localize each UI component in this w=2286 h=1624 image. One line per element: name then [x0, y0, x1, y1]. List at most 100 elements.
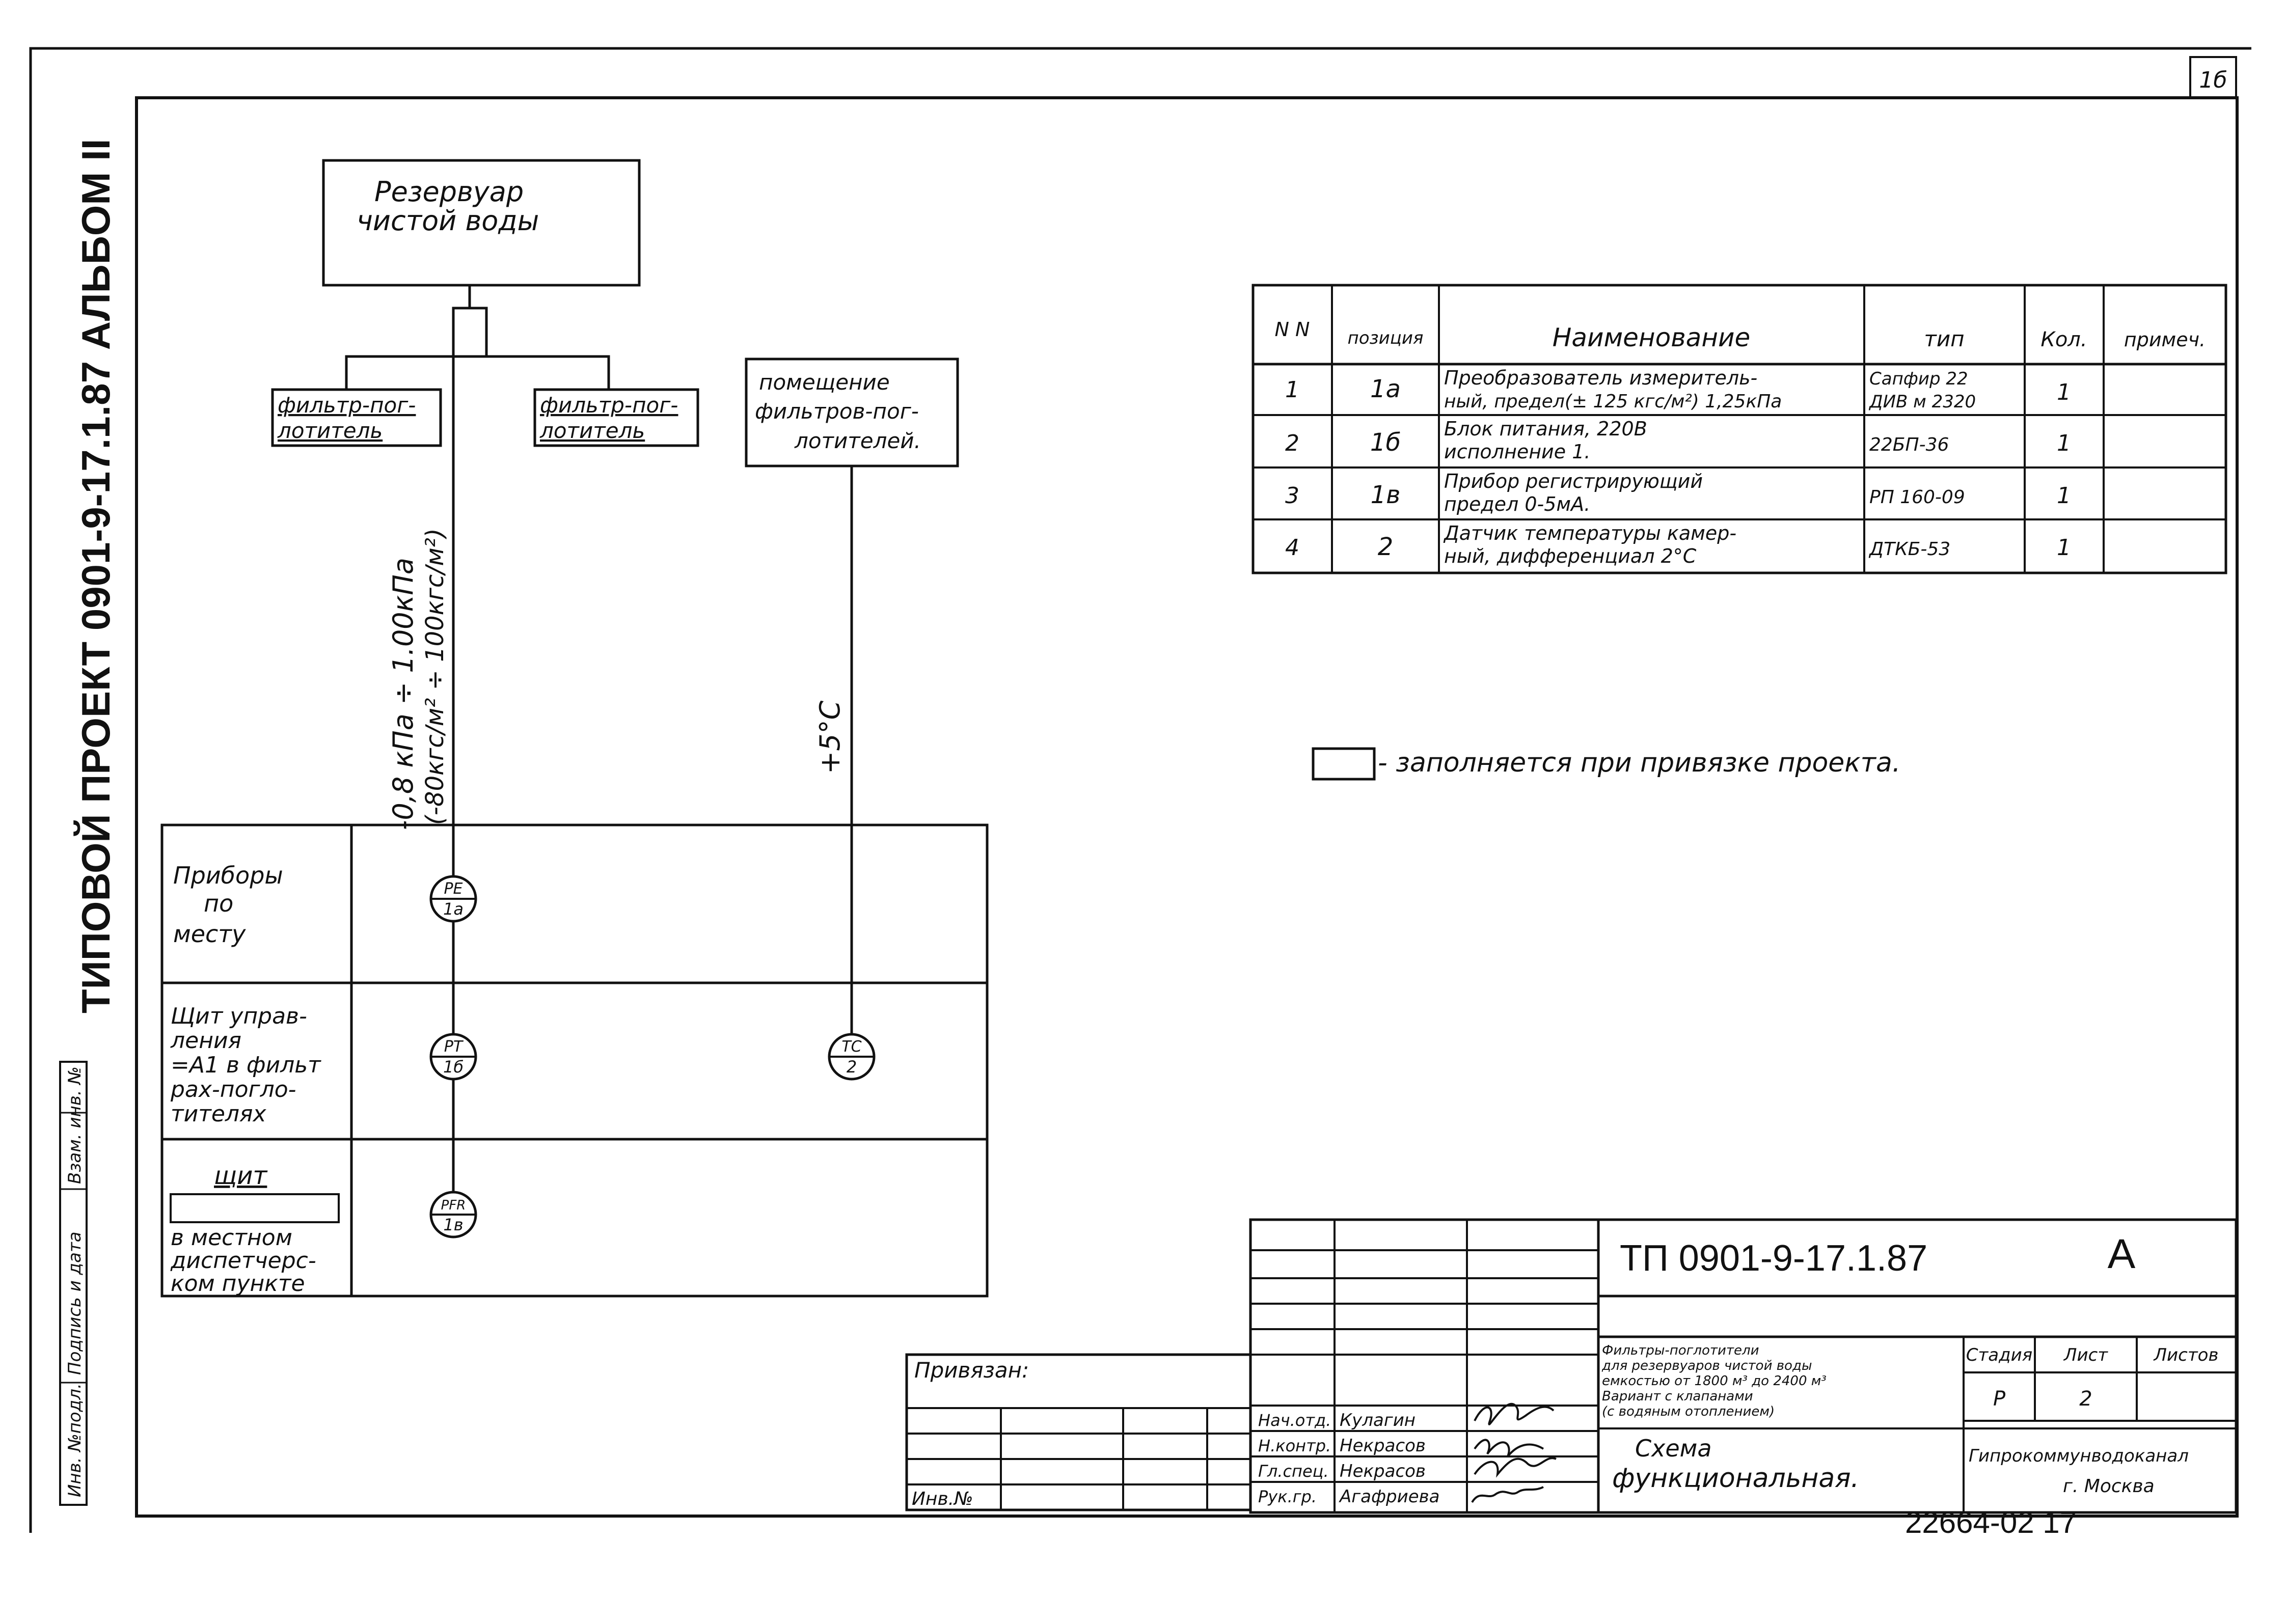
svg-text:Гипрокоммунводоканал: Гипрокоммунводоканал	[1969, 1446, 2189, 1466]
svg-text:РП 160-09: РП 160-09	[1869, 487, 1965, 508]
project-code: ТП 0901-9-17.1.87	[1620, 1238, 1927, 1279]
svg-text:Приборы: Приборы	[173, 862, 283, 889]
field-inv-podl: Инв. №подл.	[65, 1383, 85, 1497]
svg-text:Агафриева: Агафриева	[1339, 1487, 1440, 1507]
svg-text:предел 0-5мА.: предел 0-5мА.	[1444, 493, 1590, 515]
spec-row-2: 2 1б Блок питания, 220В исполнение 1. 22…	[1285, 418, 2071, 463]
svg-text:- заполняется при привязке про: - заполняется при привязке проекта.	[1378, 748, 1900, 778]
svg-text:Сапфир 22: Сапфир 22	[1869, 369, 1968, 389]
instrument-pfr-1v: PFR 1в	[429, 1191, 477, 1238]
svg-text:ления: ления	[170, 1028, 241, 1054]
svg-text:ный, предел(± 125 кгс/м²) 1,25: ный, предел(± 125 кгс/м²) 1,25кПа	[1444, 391, 1782, 412]
svg-text:функциональная.: функциональная.	[1612, 1463, 1859, 1494]
svg-text:Некрасов: Некрасов	[1340, 1436, 1426, 1456]
spec-table	[1251, 284, 2227, 574]
row-dispatch-panel: щит в местном диспетчерс- ком пункте	[170, 1162, 340, 1297]
pipe-junction	[452, 307, 488, 358]
svg-text:помещение: помещение	[759, 370, 890, 395]
svg-text:2: 2	[1378, 533, 1394, 561]
svg-text:1: 1	[1285, 377, 1299, 403]
legend-blank-box	[1312, 747, 1376, 781]
svg-text:1а: 1а	[443, 899, 464, 919]
organization: Гипрокоммунводоканал г. Москва	[1969, 1446, 2189, 1497]
svg-text:Н.контр.: Н.контр.	[1258, 1436, 1331, 1455]
svg-text:месту: месту	[173, 920, 246, 948]
svg-text:1в: 1в	[1371, 481, 1401, 509]
instrument-tc-2: TC 2	[828, 1033, 876, 1081]
spec-row-4: 4 2 Датчик температуры камер- ный, диффе…	[1285, 522, 2071, 567]
svg-text:Блок питания, 220В: Блок питания, 220В	[1444, 418, 1647, 440]
svg-text:фильтр-пог-: фильтр-пог-	[540, 393, 678, 418]
svg-text:Рук.гр.: Рук.гр.	[1258, 1487, 1317, 1506]
room-box: помещение фильтров-пог- лотителей.	[745, 357, 959, 467]
field-vzam-inv: Взам. инв. №	[65, 1066, 85, 1184]
svg-text:Кулагин: Кулагин	[1340, 1410, 1416, 1430]
temperature-setpoint: +5°C	[814, 700, 846, 774]
svg-text:1: 1	[2057, 379, 2071, 405]
svg-text:щит: щит	[214, 1162, 268, 1190]
svg-text:лотителей.: лотителей.	[794, 428, 921, 453]
filter-left-box: фильтр-пог- лотитель	[271, 388, 442, 447]
svg-text:Фильтры-поглотители: Фильтры-поглотители	[1602, 1343, 1759, 1358]
svg-text:рах-погло-: рах-погло-	[170, 1077, 296, 1103]
svg-text:г. Москва: г. Москва	[2063, 1476, 2155, 1497]
svg-text:Вариант с клапанами: Вариант с клапанами	[1602, 1389, 1753, 1404]
svg-text:1: 1	[2057, 483, 2071, 509]
svg-text:1: 1	[2057, 535, 2071, 561]
svg-text:лотитель: лотитель	[539, 418, 645, 443]
signature-2	[1474, 1439, 1544, 1457]
svg-text:исполнение 1.: исполнение 1.	[1444, 441, 1590, 463]
svg-text:1: 1	[2057, 430, 2071, 456]
svg-text:N N: N N	[1275, 318, 1310, 341]
svg-text:PFR: PFR	[441, 1198, 466, 1213]
svg-text:диспетчерс-: диспетчерс-	[170, 1248, 316, 1274]
svg-text:1а: 1а	[1370, 375, 1401, 403]
svg-text:в местном: в местном	[171, 1225, 292, 1251]
svg-text:4: 4	[1285, 535, 1299, 561]
svg-text:емкостью от 1800 м³ до 2400 м³: емкостью от 1800 м³ до 2400 м³	[1602, 1373, 1827, 1389]
dispatch-panel-blank-box	[170, 1193, 340, 1223]
stage-block: Стадия Лист Листов Р 2	[1966, 1345, 2219, 1411]
svg-text:Датчик температуры камер-: Датчик температуры камер-	[1443, 522, 1736, 544]
svg-text:Щит управ-: Щит управ-	[171, 1003, 307, 1029]
sheet-number-box	[2189, 56, 2237, 99]
svg-text:TC: TC	[841, 1038, 861, 1056]
signature-1	[1474, 1403, 1555, 1425]
bottom-number: 22664-02 17	[1905, 1505, 2077, 1539]
inner-frame	[135, 96, 2239, 1518]
pressure-range-kgs: (-80кгс/м² ÷ 100кгс/м²)	[421, 528, 449, 825]
svg-text:1б: 1б	[1370, 428, 1401, 457]
svg-text:фильтров-пог-: фильтров-пог-	[755, 399, 919, 424]
svg-text:Листов: Листов	[2153, 1345, 2218, 1365]
svg-text:PT: PT	[444, 1038, 464, 1056]
svg-text:фильтр-пог-: фильтр-пог-	[278, 393, 416, 418]
spec-row-3: 3 1в Прибор регистрирующий предел 0-5мА.…	[1285, 470, 2071, 515]
spec-table-header: N N позиция Наименование тип Кол. примеч…	[1275, 318, 2206, 352]
row-control-panel: Щит управ- ления =А1 в фильт рах-погло- …	[170, 1003, 321, 1127]
svg-text:позиция: позиция	[1348, 328, 1424, 348]
svg-text:по: по	[204, 890, 233, 917]
svg-text:Р: Р	[1993, 1387, 2006, 1411]
sheet-format-letter: А	[2108, 1231, 2136, 1277]
svg-text:Некрасов: Некрасов	[1340, 1461, 1426, 1481]
svg-text:для резервуаров чистой воды: для резервуаров чистой воды	[1601, 1358, 1812, 1373]
svg-text:ком пункте: ком пункте	[171, 1271, 305, 1297]
inv-number-label: Инв.№	[912, 1489, 973, 1509]
svg-text:Резервуар: Резервуар	[374, 176, 524, 208]
spec-row-1: 1 1а Преобразователь измеритель- ный, пр…	[1285, 367, 2071, 412]
svg-text:2: 2	[2079, 1387, 2092, 1411]
instrument-pt-1b: PT 1б	[429, 1033, 477, 1081]
svg-text:2: 2	[1285, 430, 1299, 456]
title-block-frame	[905, 1218, 2238, 1514]
svg-text:Схема: Схема	[1635, 1435, 1712, 1462]
svg-text:2: 2	[847, 1057, 857, 1077]
svg-text:Лист: Лист	[2063, 1345, 2108, 1365]
svg-text:Кол.: Кол.	[2040, 328, 2087, 351]
svg-text:ный, дифференциал 2°С: ный, дифференциал 2°С	[1444, 545, 1697, 567]
svg-text:1в: 1в	[443, 1215, 463, 1234]
svg-text:Стадия: Стадия	[1966, 1345, 2032, 1365]
album-stamp: ТИПОВОЙ ПРОЕКТ 0901-9-17.1.87 АЛЬБОМ II	[73, 139, 118, 1013]
pressure-range: -0,8 кПа ÷ 1.00кПа	[387, 558, 419, 830]
svg-text:Нач.отд.: Нач.отд.	[1258, 1411, 1331, 1430]
